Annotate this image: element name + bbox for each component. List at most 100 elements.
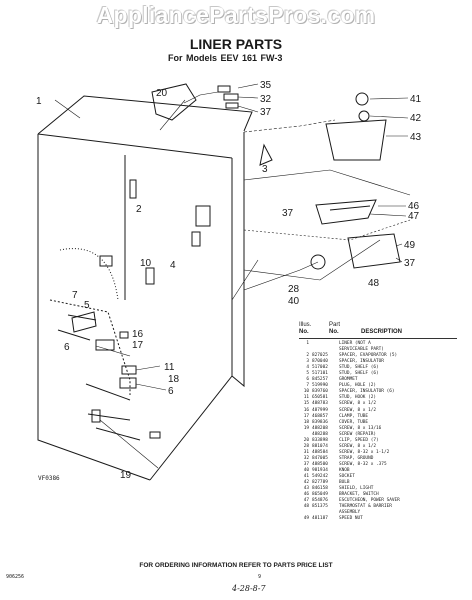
callout-32: 32 <box>260 94 272 105</box>
callout-10: 10 <box>140 258 152 269</box>
header-no: No. <box>299 329 309 335</box>
socket-41 <box>355 92 369 106</box>
liner-bottom-front <box>149 375 233 481</box>
part-no: 827025 <box>312 353 328 359</box>
table-row: SERVICEABLE PART) <box>299 347 467 353</box>
callout-49: 49 <box>404 240 416 251</box>
description: SCREW, 8 x 13/16 <box>339 425 382 431</box>
liner-right-wall <box>231 132 245 388</box>
illus-no: 42 <box>303 480 309 486</box>
description: SCREW (REPAIR) <box>339 431 377 437</box>
callout-35: 35 <box>260 80 272 91</box>
part-no: 839760 <box>312 389 328 395</box>
illus-no: 46 <box>303 492 309 498</box>
illus-no: 31 <box>303 449 309 455</box>
part-no: 650581 <box>312 395 328 401</box>
clamp-17 <box>95 339 115 351</box>
part-no: 827789 <box>312 480 328 486</box>
illus-no: 6 <box>306 377 309 383</box>
part-no: 468857 <box>312 413 328 419</box>
illus-no: 48 <box>303 504 309 510</box>
illus-no: 4 <box>306 365 309 371</box>
light-shield-43 <box>325 119 387 161</box>
illus-no: 5 <box>306 371 309 377</box>
description: CLIP, SPEED (7) <box>339 437 379 443</box>
model-subtitle: For Models EEV 161 FW-3 <box>168 53 283 63</box>
callout-11: 11 <box>164 362 175 373</box>
callout-28: 28 <box>288 284 300 295</box>
illus-no: 11 <box>303 395 309 401</box>
plug-7 <box>99 255 113 267</box>
header-no2: No. <box>329 329 339 335</box>
part-no: 488783 <box>312 401 328 407</box>
screw-16 <box>119 331 129 339</box>
description: PLUG, HOLE (2) <box>339 383 377 389</box>
spacer-10 <box>145 267 155 285</box>
illus-no: 47 <box>303 498 309 504</box>
part-no: 851375 <box>312 504 328 510</box>
callout-46: 46 <box>408 201 420 212</box>
description: COVER, TUBE <box>339 419 369 425</box>
diagram-code: VF0386 <box>38 475 60 482</box>
callout-6b: 6 <box>168 386 174 397</box>
description: STUD, SHELF (6) <box>339 365 379 371</box>
part-no: 845257 <box>312 377 328 383</box>
liner-left-wall <box>37 134 151 481</box>
description: BULB <box>339 480 350 486</box>
illus-no: 15 <box>303 401 309 407</box>
illus-no: 37 <box>303 461 309 467</box>
part-no: 481187 <box>312 516 328 522</box>
illus-no: 40 <box>303 467 309 473</box>
callout-40: 40 <box>288 296 300 307</box>
part-no: 487999 <box>312 407 328 413</box>
description: STRAP, GROUND <box>339 455 374 461</box>
description: CLAMP, TUBE <box>339 413 369 419</box>
document-code: 906256 <box>6 574 25 580</box>
bracket-20 <box>151 83 197 121</box>
liner-top-edge <box>37 95 253 135</box>
callout-47: 47 <box>408 211 420 222</box>
illus-no: 49 <box>303 516 309 522</box>
part-no: 881074 <box>312 443 328 449</box>
callout-42: 42 <box>410 113 422 124</box>
illus-no: 7 <box>306 383 309 389</box>
description: ESCUTCHEON, POWER SAVER <box>339 498 400 504</box>
part-no: 846158 <box>312 486 328 492</box>
callout-20: 20 <box>156 88 168 99</box>
part-no: 488500 <box>312 461 328 467</box>
description: SCREW, 8 x 1/2 <box>339 443 377 449</box>
part-no: 847005 <box>312 455 328 461</box>
illus-no: 28 <box>303 443 309 449</box>
screw-19 <box>91 409 101 423</box>
description: STUD, SHELF (6) <box>339 371 379 377</box>
cover-18 <box>119 377 137 389</box>
callout-18: 18 <box>168 374 180 385</box>
thermostat-48 <box>347 233 401 269</box>
part-no: 549242 <box>312 474 328 480</box>
bulb-42 <box>358 110 370 122</box>
illus-no: 18 <box>303 419 309 425</box>
stud-11 <box>121 365 137 375</box>
description: SCREW, 8 x 1/2 <box>339 407 377 413</box>
description: BRACKET, SWITCH <box>339 492 379 498</box>
callout-labels: 1 20 35 32 37 41 42 43 3 2 46 47 37 49 3… <box>36 80 422 481</box>
callout-37b: 37 <box>282 208 294 219</box>
illus-no: 2 <box>306 353 309 359</box>
